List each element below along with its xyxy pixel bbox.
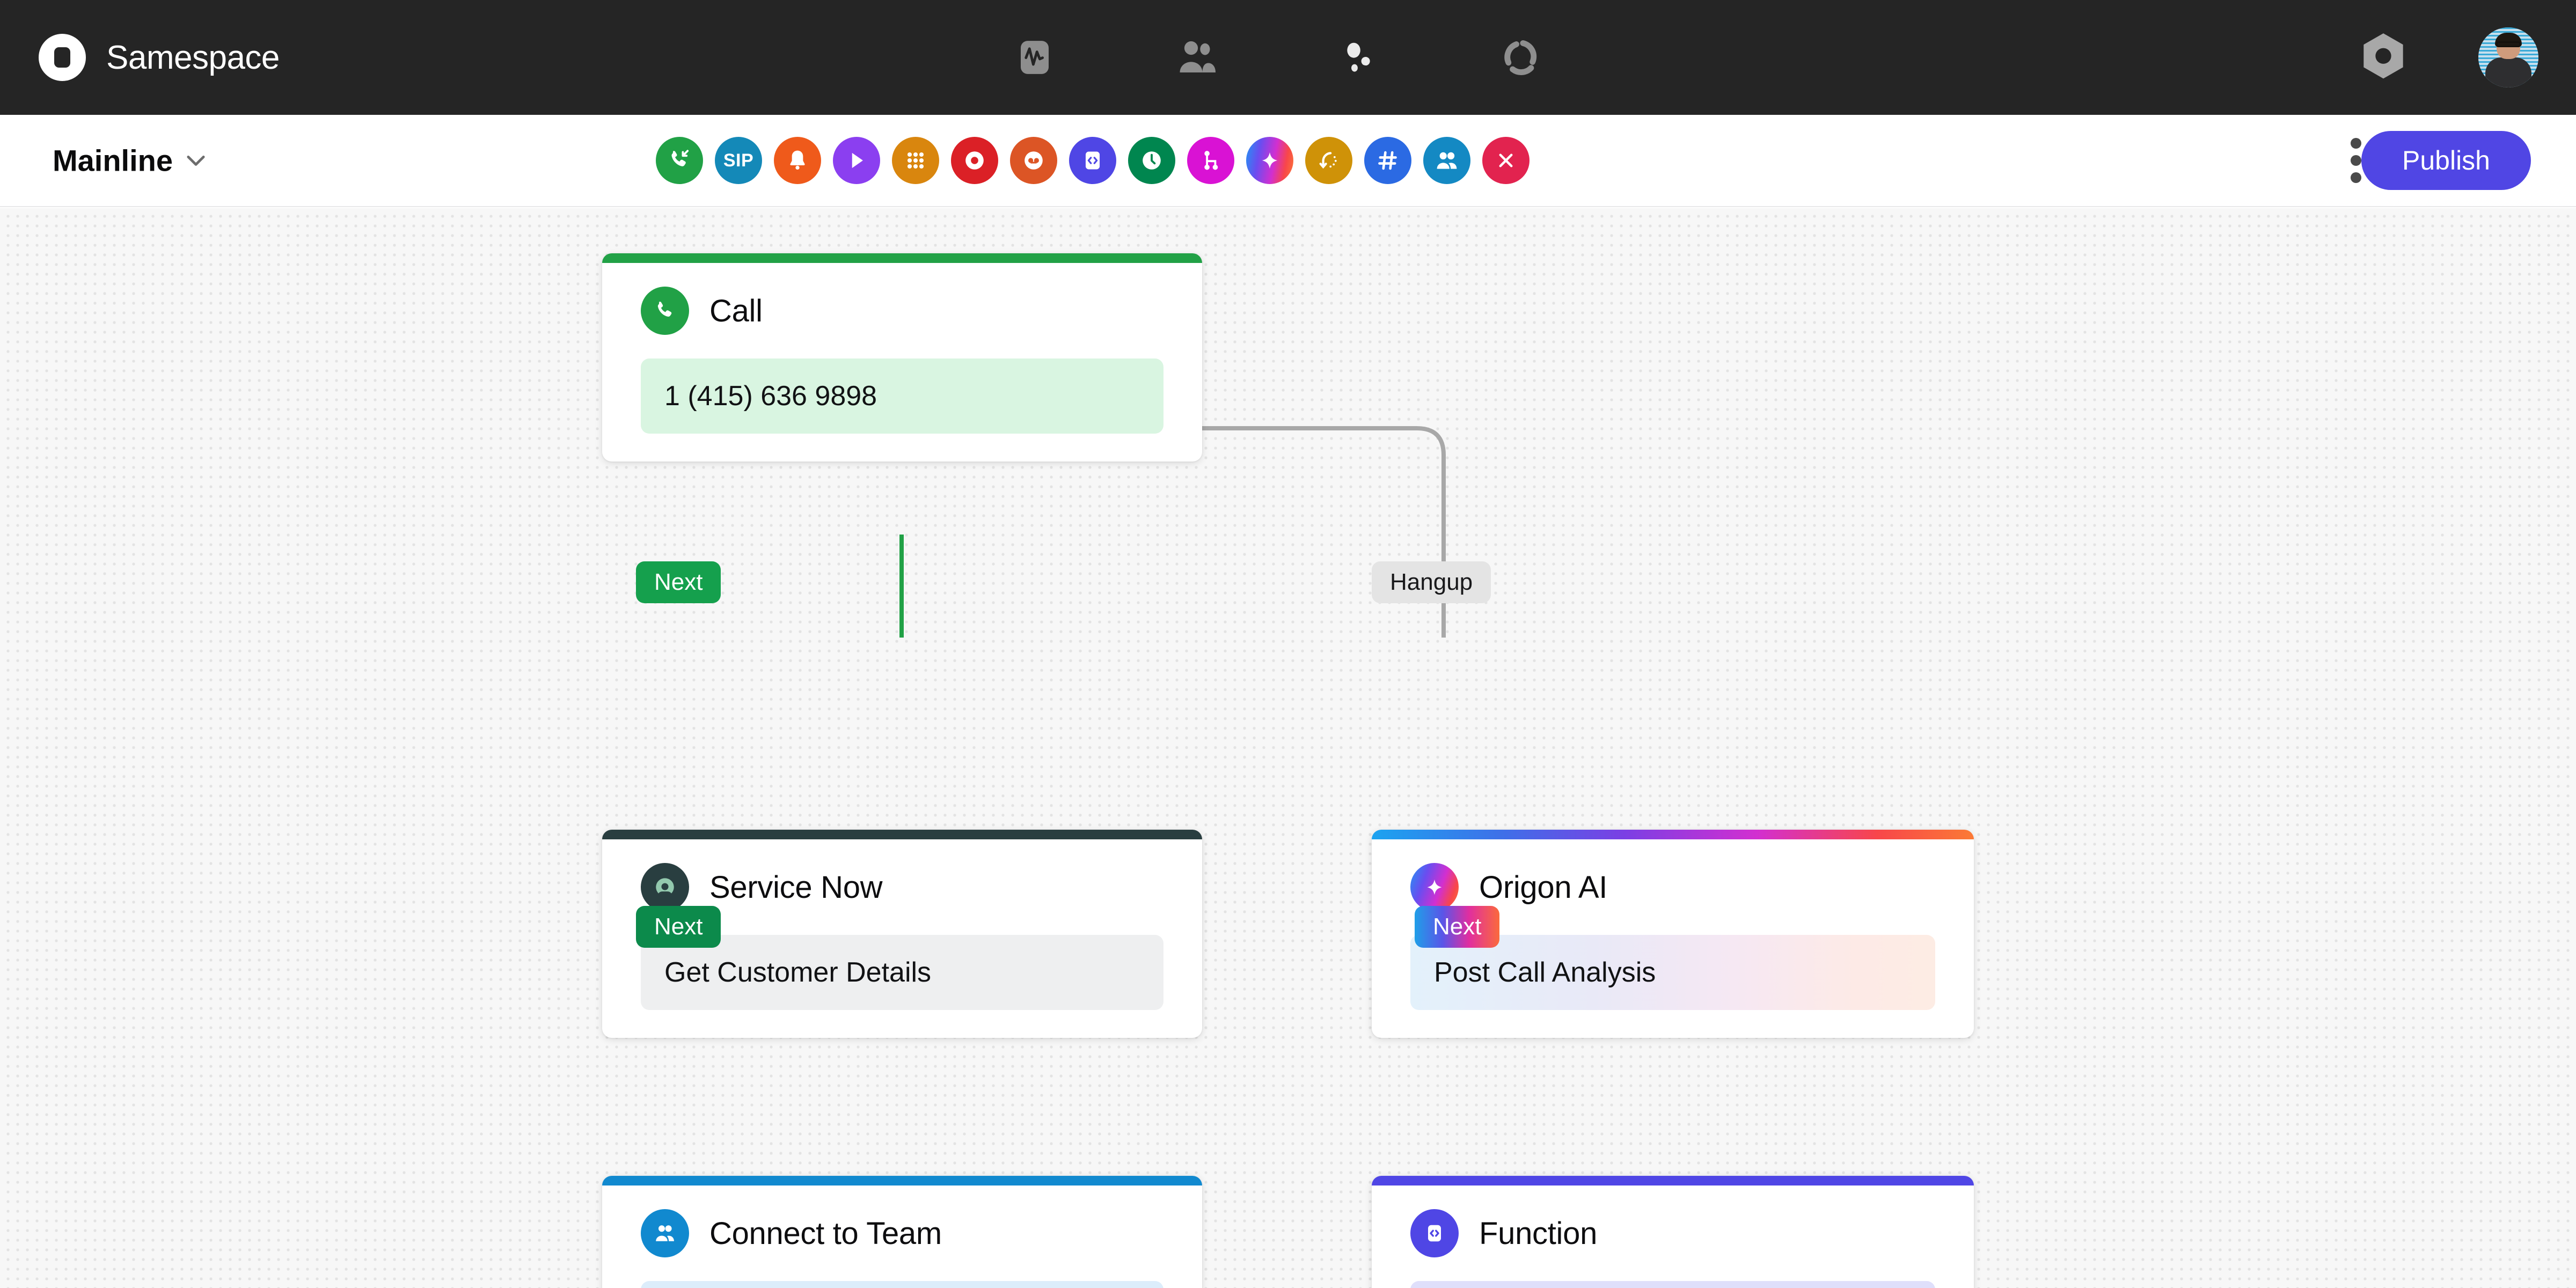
palette-sip-label: SIP bbox=[723, 150, 754, 171]
palette-branch-icon[interactable] bbox=[1187, 137, 1234, 184]
palette-clock-icon[interactable] bbox=[1128, 137, 1175, 184]
code-brackets-icon bbox=[1410, 1209, 1459, 1257]
more-vertical-icon[interactable] bbox=[2350, 138, 2362, 183]
palette-close-x-icon[interactable] bbox=[1482, 137, 1529, 184]
palette-loop-retry-icon[interactable] bbox=[1305, 137, 1352, 184]
palette-record-icon[interactable] bbox=[951, 137, 998, 184]
edge-label-next-2: Next bbox=[636, 906, 721, 948]
palette-sip-icon[interactable]: SIP bbox=[715, 137, 762, 184]
header-nav bbox=[1009, 0, 1547, 115]
node-title: Service Now bbox=[709, 869, 883, 905]
node-function[interactable]: Function Data Push bbox=[1372, 1176, 1974, 1288]
brand-name: Samespace bbox=[106, 39, 280, 76]
team-people-icon bbox=[641, 1209, 689, 1257]
palette-ai-sparkle-icon[interactable] bbox=[1246, 137, 1293, 184]
hexagon-settings-icon[interactable] bbox=[2354, 28, 2413, 87]
ai-sparkle-icon bbox=[1410, 863, 1459, 911]
phone-icon bbox=[641, 287, 689, 335]
node-value-call[interactable]: 1 (415) 636 9898 bbox=[641, 358, 1163, 434]
node-title: Connect to Team bbox=[709, 1216, 942, 1251]
bubbles-dots-icon[interactable] bbox=[1333, 32, 1385, 83]
node-servicenow[interactable]: Service Now Get Customer Details bbox=[602, 830, 1202, 1038]
palette-code-brackets-icon[interactable] bbox=[1069, 137, 1116, 184]
palette-team-people-icon[interactable] bbox=[1423, 137, 1470, 184]
publish-button[interactable]: Publish bbox=[2361, 131, 2531, 190]
node-title: Call bbox=[709, 293, 763, 328]
samespace-logo-icon bbox=[39, 34, 86, 81]
brand[interactable]: Samespace bbox=[39, 34, 280, 81]
node-value-origonai[interactable]: Post Call Analysis bbox=[1410, 935, 1935, 1010]
node-call[interactable]: Call 1 (415) 636 9898 bbox=[602, 253, 1202, 462]
node-connect-to-team[interactable]: Connect to Team Support bbox=[602, 1176, 1202, 1288]
header-right bbox=[2354, 0, 2576, 115]
palette-voicemail-icon[interactable] bbox=[1010, 137, 1057, 184]
palette-incoming-call-icon[interactable] bbox=[656, 137, 703, 184]
node-accent-bar bbox=[1372, 830, 1974, 839]
edge-call-origonai bbox=[1202, 426, 1446, 638]
palette-hash-icon[interactable] bbox=[1364, 137, 1411, 184]
flow-canvas[interactable]: Call 1 (415) 636 9898 Next Hangup Servic… bbox=[0, 208, 2576, 1288]
app-header: Samespace bbox=[0, 0, 2576, 115]
edge-layer bbox=[899, 426, 1446, 985]
node-accent-bar bbox=[1372, 1176, 1974, 1185]
node-origonai[interactable]: Origon AI Post Call Analysis bbox=[1372, 830, 1974, 1038]
flow-name-dropdown[interactable]: Mainline bbox=[53, 143, 205, 178]
node-title: Origon AI bbox=[1479, 869, 1608, 905]
edge-label-next-1: Next bbox=[636, 561, 721, 603]
node-palette: SIP bbox=[656, 137, 1529, 184]
edge-label-next-3: Next bbox=[1415, 906, 1500, 948]
node-title: Function bbox=[1479, 1216, 1598, 1251]
node-accent-bar bbox=[602, 1176, 1202, 1185]
flow-toolbar: Mainline SIP bbox=[0, 115, 2576, 207]
chevron-down-icon bbox=[187, 155, 205, 166]
node-accent-bar bbox=[602, 253, 1202, 263]
node-value-connect-to-team[interactable]: Support bbox=[641, 1281, 1163, 1288]
edge-label-hangup: Hangup bbox=[1372, 561, 1491, 603]
sync-circle-icon[interactable] bbox=[1495, 32, 1547, 83]
palette-bell-icon[interactable] bbox=[774, 137, 821, 184]
user-avatar[interactable] bbox=[2478, 27, 2538, 87]
node-value-function[interactable]: Data Push bbox=[1410, 1281, 1935, 1288]
node-accent-bar bbox=[602, 830, 1202, 839]
flow-name-label: Mainline bbox=[53, 143, 173, 178]
people-icon[interactable] bbox=[1171, 32, 1223, 83]
servicenow-icon bbox=[641, 863, 689, 911]
node-value-servicenow[interactable]: Get Customer Details bbox=[641, 935, 1163, 1010]
palette-play-icon[interactable] bbox=[833, 137, 880, 184]
activity-pulse-icon[interactable] bbox=[1009, 32, 1060, 83]
palette-keypad-icon[interactable] bbox=[892, 137, 939, 184]
